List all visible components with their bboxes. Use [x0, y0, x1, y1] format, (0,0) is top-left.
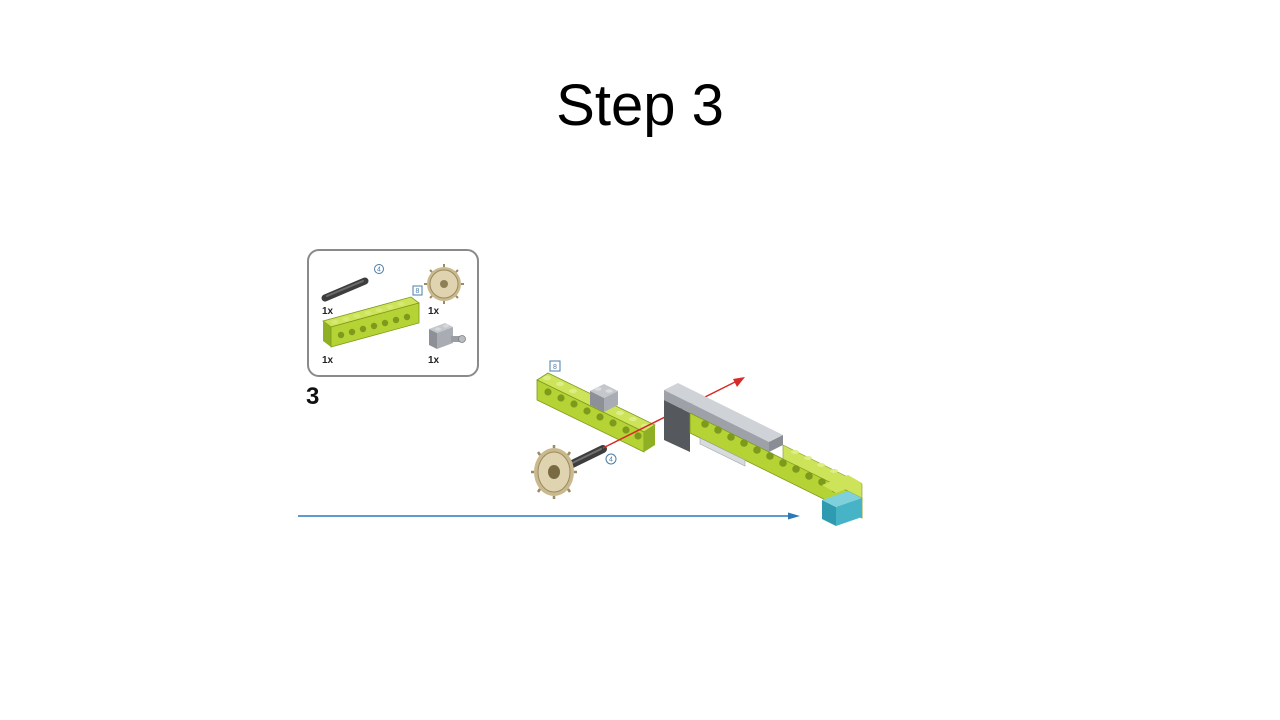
- slide-title: Step 3: [556, 73, 724, 138]
- step-number: 3: [306, 383, 320, 410]
- assembly-beam-size-label: 8: [553, 364, 557, 371]
- axle-with-gear: 4: [531, 445, 617, 499]
- axle-part: 4: [321, 264, 384, 302]
- beam-part: [322, 296, 420, 348]
- assembly-beam-size-box: [549, 360, 561, 372]
- parts-list-box: 4 8: [307, 249, 479, 377]
- brick-quantity: 1x: [428, 355, 440, 366]
- beam-size-label: 8: [416, 288, 420, 295]
- gear-part: [424, 264, 464, 304]
- assembly-axle-size-label: 4: [609, 457, 613, 464]
- axle-quantity: 1x: [322, 306, 334, 317]
- brick-with-pin-part: [429, 323, 466, 349]
- parts-illustration: 4 8: [321, 264, 466, 349]
- slide-arrow: [298, 512, 800, 520]
- beam-size-box: [412, 285, 423, 296]
- long-lime-beam-assembly: [664, 383, 863, 526]
- beam-quantity: 1x: [322, 355, 334, 366]
- gear-quantity: 1x: [428, 306, 440, 317]
- short-lime-beam: [536, 372, 656, 453]
- axle-size-label: 4: [377, 267, 381, 274]
